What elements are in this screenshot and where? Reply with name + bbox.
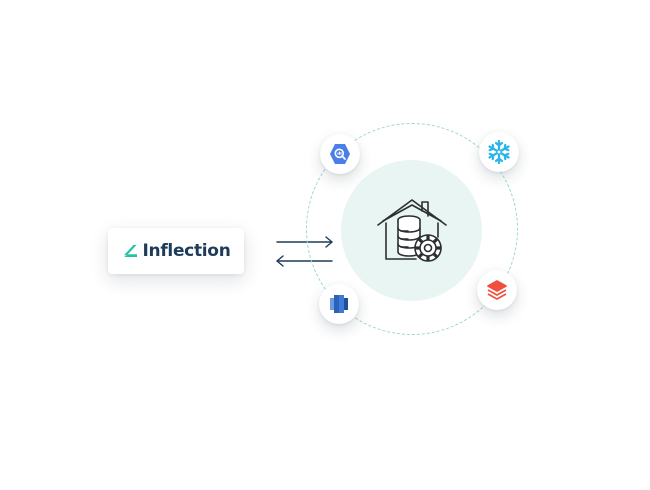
snowflake-node [479,132,519,172]
bigquery-node [320,134,360,174]
inflection-logo-card: Inflection [108,228,244,274]
databricks-icon [487,280,507,300]
house-database-gear-icon [376,198,447,262]
databricks-node [477,270,517,310]
data-warehouse-hub [341,160,482,301]
redshift-node [319,284,359,324]
bigquery-icon [330,144,350,164]
brand-name: Inflection [142,241,231,261]
redshift-icon [330,295,348,313]
inflection-logo-icon [123,245,137,257]
integration-orbit [306,123,518,335]
snowflake-icon [488,139,510,165]
